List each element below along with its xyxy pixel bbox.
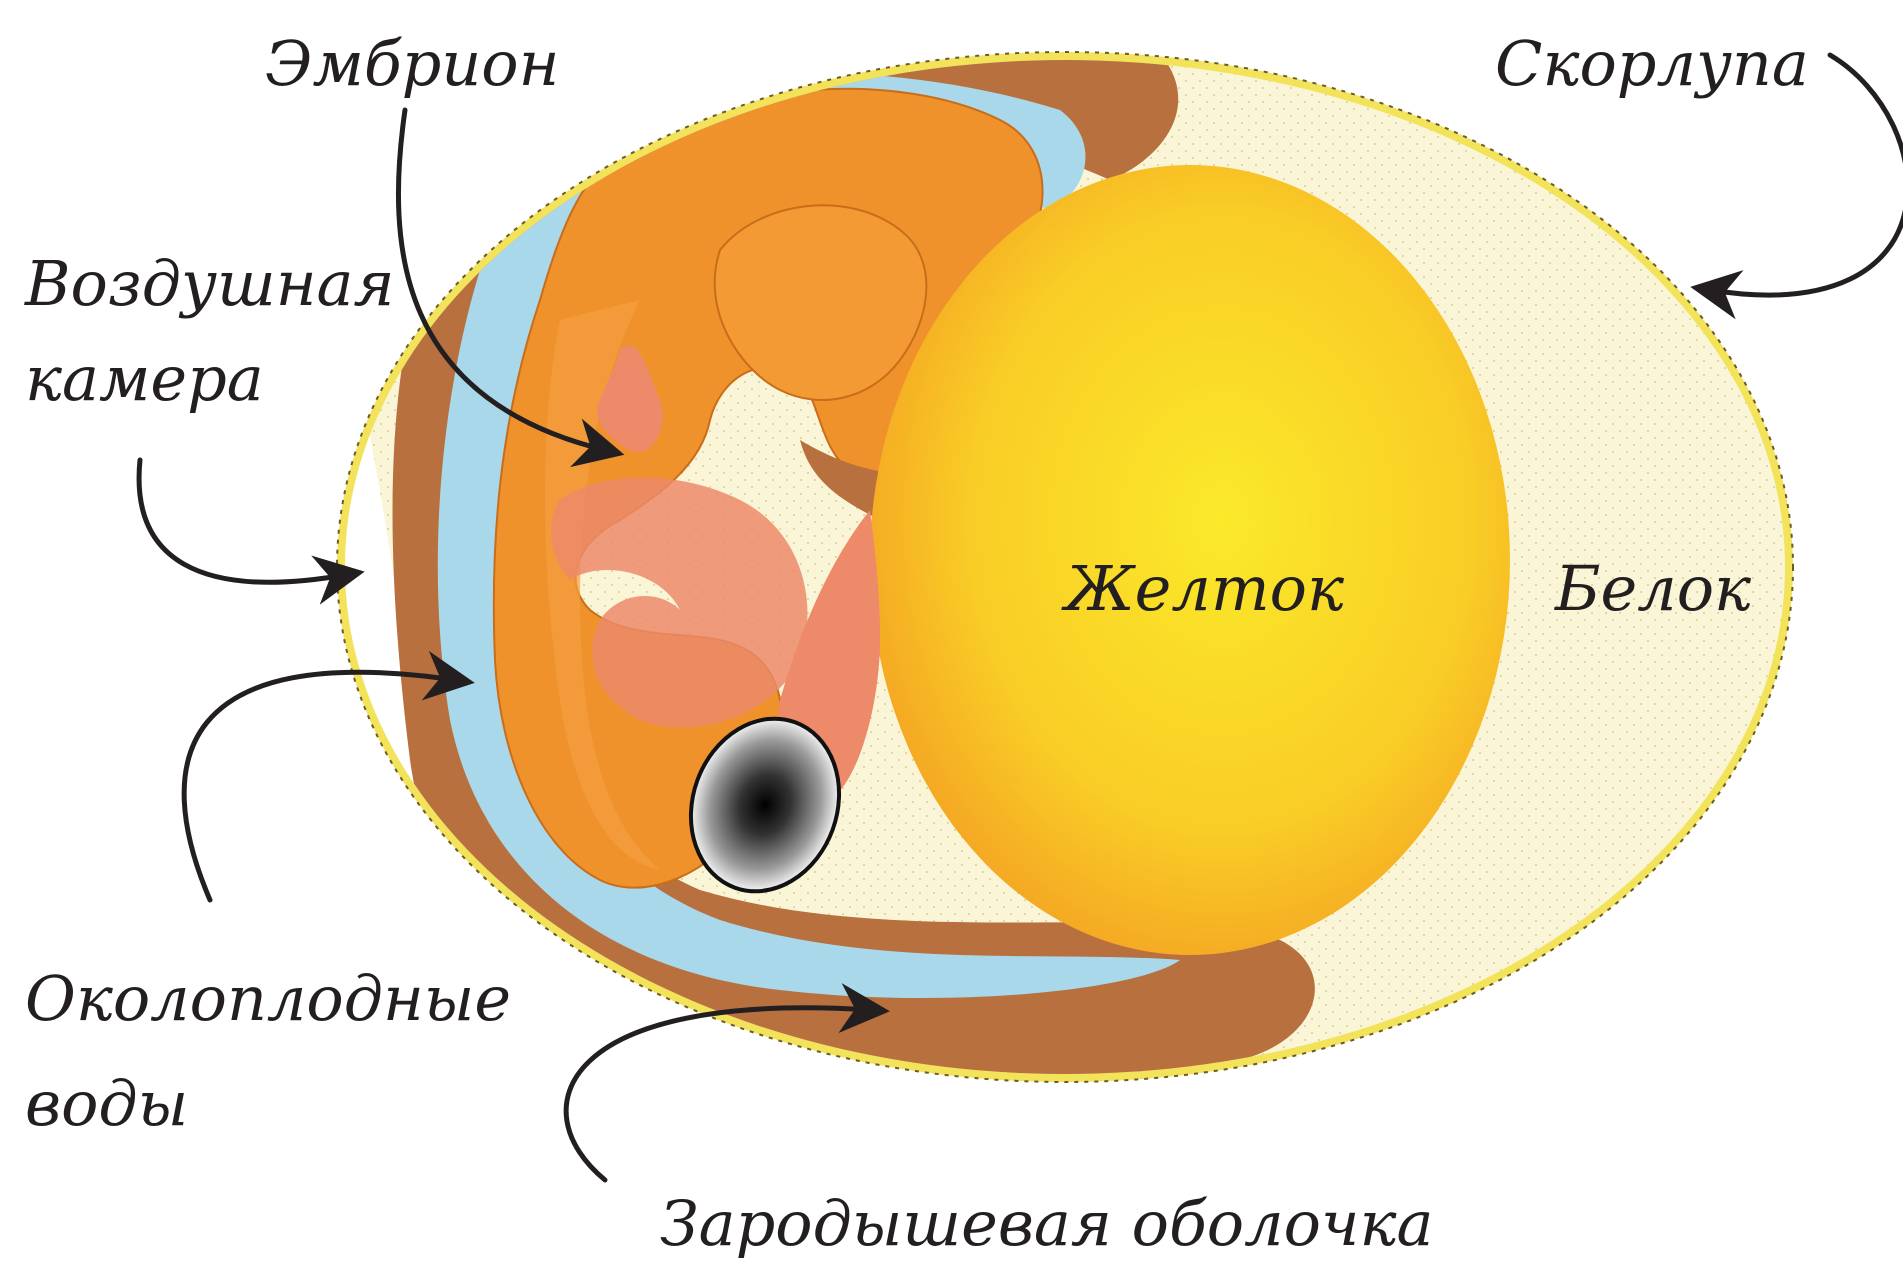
label-shell: Скорлупа — [1495, 27, 1809, 100]
label-germinal-membrane: Зародышевая оболочка — [660, 1187, 1434, 1260]
label-air-chamber-2: камера — [25, 342, 264, 415]
arrow-air-chamber — [139, 460, 345, 582]
label-albumen: Белок — [1554, 552, 1752, 625]
label-yolk: Желток — [1061, 552, 1345, 625]
label-embryo: Эмбрион — [265, 27, 559, 100]
label-air-chamber-1: Воздушная — [24, 247, 395, 320]
label-amniotic-fluid-1: Околоплодные — [25, 962, 511, 1035]
label-amniotic-fluid-2: воды — [25, 1067, 188, 1140]
